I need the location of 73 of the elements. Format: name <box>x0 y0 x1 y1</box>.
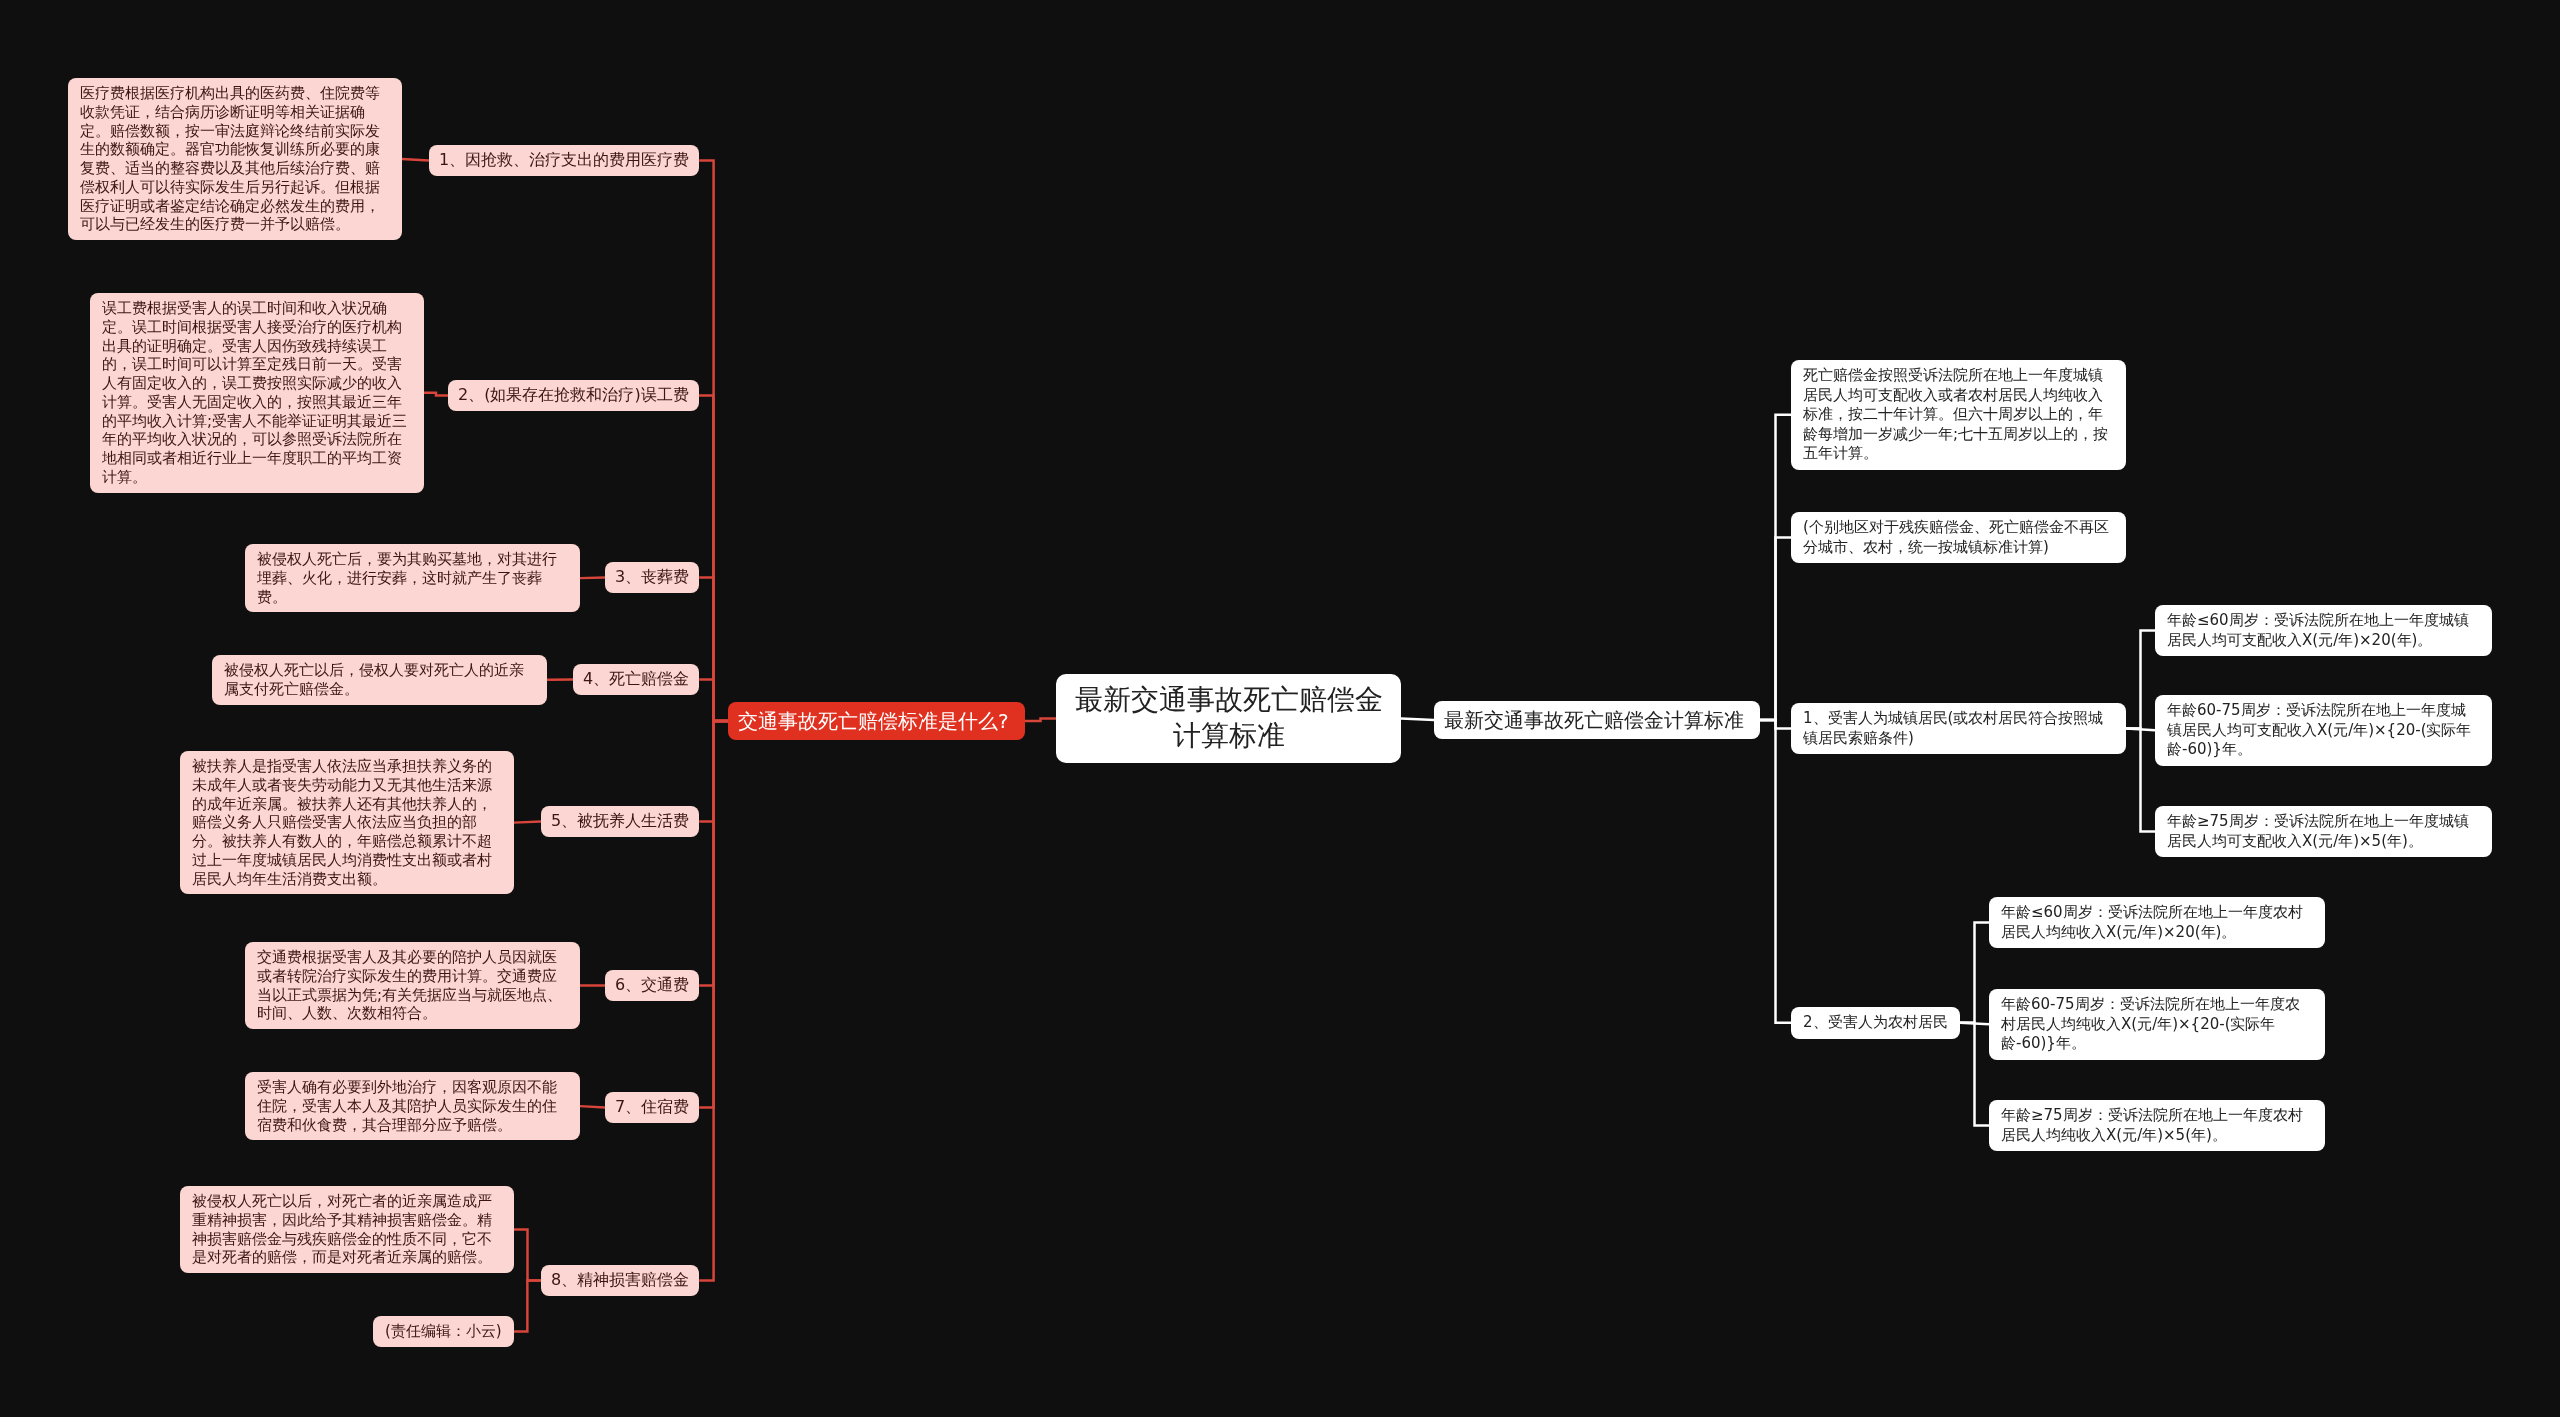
detail-note-box <box>1791 512 2126 563</box>
detail-note-box <box>180 751 514 895</box>
connector-line <box>699 719 728 1282</box>
subtopic-box <box>605 1092 700 1123</box>
node-text: 年龄≥75周岁：受诉法院所在地上一年度城镇居民人均可支配收入X(元/年)×5(年)。 <box>2167 812 2470 851</box>
subtopic-box <box>605 970 700 1001</box>
node-text: 死亡赔偿金按照受诉法院所在地上一年度城镇居民人均可支配收入或者农村居民人均纯收入标准，按二十年计算。但六十周岁以上的，年龄每增加一岁减少一年;七十五周岁以上的，按五年计算。 <box>1803 366 2110 464</box>
detail-note-box <box>180 1186 514 1273</box>
node-text: 交通事故死亡赔偿标准是什么? <box>738 708 1010 734</box>
node-text: 6、交通费 <box>615 975 690 996</box>
node-text: 年龄≤60周岁：受诉法院所在地上一年度城镇居民人均可支配收入X(元/年)×20(年)。 <box>2167 611 2470 650</box>
subtopic-box <box>541 1265 700 1296</box>
central-topic-box <box>1056 674 1401 763</box>
node-text: 3、丧葬费 <box>615 567 690 588</box>
node-text: 交通费根据受害人及其必要的陪护人员因就医或者转院治疗实际发生的费用计算。交通费应当以正式票据为凭;有关凭据应当与就医地点、时间、人数、次数相符合。 <box>257 948 564 1023</box>
node-text: 被侵权人死亡后，要为其购买墓地，对其进行埋葬、火化，进行安葬，这时就产生了丧葬费。 <box>257 550 558 607</box>
detail-note-box <box>245 544 580 613</box>
node-text: 误工费根据受害人的误工时间和收入状况确定。误工时间根据受害人接受治疗的医疗机构出具的证明确定。受害人因伤致残持续误工的，误工时间可以计算至定残日前一天。受害人有固定收入的，误工费按照实际减少的收入计算。受害人无固定收入的，按照其最近三年的平均收入计算;受害人不能举证证明其最近三年的平均收入状况的，可以参照受诉法院所在地相同或者相近行业上一年度职工的平均工资计算。 <box>102 299 409 487</box>
connector-line <box>579 576 606 580</box>
connector-line <box>580 984 605 987</box>
detail-note-box <box>373 1316 514 1347</box>
detail-note-box <box>1989 897 2325 948</box>
connector-line <box>513 820 542 824</box>
connector-line <box>2126 727 2155 833</box>
connector-line <box>579 1104 606 1109</box>
detail-note-box <box>1791 1007 1960 1039</box>
node-text: 年龄60-75周岁：受诉法院所在地上一年度城镇居民人均可支配收入X(元/年)×{20-(实际年龄-60)}年。 <box>2167 701 2473 760</box>
node-text: (责任编辑：小云) <box>385 1322 502 1341</box>
detail-note-box <box>245 1072 580 1141</box>
node-text: 4、死亡赔偿金 <box>583 669 690 690</box>
node-text: 7、住宿费 <box>615 1097 690 1118</box>
subtopic-box <box>448 380 699 411</box>
detail-note-box <box>68 78 402 240</box>
connector-line <box>513 1279 541 1333</box>
subtopic-box <box>541 806 700 837</box>
node-text: 年龄60-75周岁：受诉法院所在地上一年度农村居民人均纯收入X(元/年)×{20-(实际年龄-60)}年。 <box>2001 995 2301 1054</box>
connector-line <box>1400 717 1435 722</box>
connector-line <box>547 678 573 681</box>
detail-note-box <box>212 655 547 705</box>
node-text: 最新交通事故死亡赔偿金计算标准 <box>1444 707 1745 733</box>
node-text: 年龄≤60周岁：受诉法院所在地上一年度农村居民人均纯收入X(元/年)×20(年)。 <box>2001 903 2304 942</box>
detail-note-box <box>245 942 580 1029</box>
subtopic-box <box>573 664 700 695</box>
node-text: 年龄≥75周岁：受诉法院所在地上一年度农村居民人均纯收入X(元/年)×5(年)。 <box>2001 1106 2304 1145</box>
detail-note-box <box>2155 695 2492 766</box>
node-text: 医疗费根据医疗机构出具的医药费、住院费等收款凭证，结合病历诊断证明等相关证据确定。赔偿数额，按一审法庭辩论终结前实际发生的数额确定。器官功能恢复训练所必要的康复费、适当的整容费以及其他后续治疗费、赔偿权利人可以待实际发生后另行起诉。但根据医疗证明或者鉴定结论确定必然发生的费用，可以与已经发生的医疗费一并予以赔偿。 <box>80 84 381 234</box>
detail-note-box <box>2155 806 2492 857</box>
node-text: (个别地区对于残疾赔偿金、死亡赔偿金不再区分城市、农村，统一按城镇标准计算) <box>1803 518 2110 557</box>
node-text: 被扶养人是指受害人依法应当承担扶养义务的未成年人或者丧失劳动能力又无其他生活来源的成年近亲属。被扶养人还有其他扶养人的，赔偿义务人只赔偿受害人依法应当负担的部分。被扶养人有数人的，年赔偿总额累计不超过上一年度城镇居民人均消费性支出额或者村居民人均年生活消费支出额。 <box>192 757 493 889</box>
subtopic-box <box>605 562 700 593</box>
node-text: 8、精神损害赔偿金 <box>551 1270 690 1291</box>
detail-note-box <box>1989 1100 2325 1151</box>
connector-line <box>1025 717 1056 723</box>
detail-note-box <box>1791 703 2126 754</box>
connector-line <box>401 157 430 162</box>
node-text: 2、(如果存在抢救和治疗)误工费 <box>458 385 689 406</box>
connector-line <box>424 391 448 397</box>
subtopic-box <box>429 145 700 176</box>
node-text: 被侵权人死亡以后，对死亡者的近亲属造成严重精神损害，因此给予其精神损害赔偿金。精神损害赔偿金与残疾赔偿金的性质不同，它不是对死者的赔偿，而是对死者近亲属的赔偿。 <box>192 1192 493 1267</box>
node-text: 1、因抢救、治疗支出的费用医疗费 <box>439 150 690 171</box>
detail-note-box <box>1791 360 2126 470</box>
connector-line <box>1760 718 1791 1024</box>
branch-topic-box <box>1434 701 1760 739</box>
node-text: 1、受害人为城镇居民(或农村居民符合按照城镇居民索赔条件) <box>1803 709 2105 748</box>
detail-note-box <box>1989 989 2325 1060</box>
connector-line <box>1960 1021 1989 1127</box>
detail-note-box <box>2155 605 2492 656</box>
branch-topic-box <box>728 702 1025 740</box>
node-text: 5、被抚养人生活费 <box>551 811 690 832</box>
node-text: 2、受害人为农村居民 <box>1803 1013 1948 1033</box>
node-text: 被侵权人死亡以后，侵权人要对死亡人的近亲属支付死亡赔偿金。 <box>224 661 525 699</box>
node-text: 最新交通事故死亡赔偿金计算标准 <box>1073 682 1384 755</box>
node-text: 受害人确有必要到外地治疗，因客观原因不能住院，受害人本人及其陪护人员实际发生的住宿费和伙食费，其合理部分应予赔偿。 <box>257 1078 558 1135</box>
